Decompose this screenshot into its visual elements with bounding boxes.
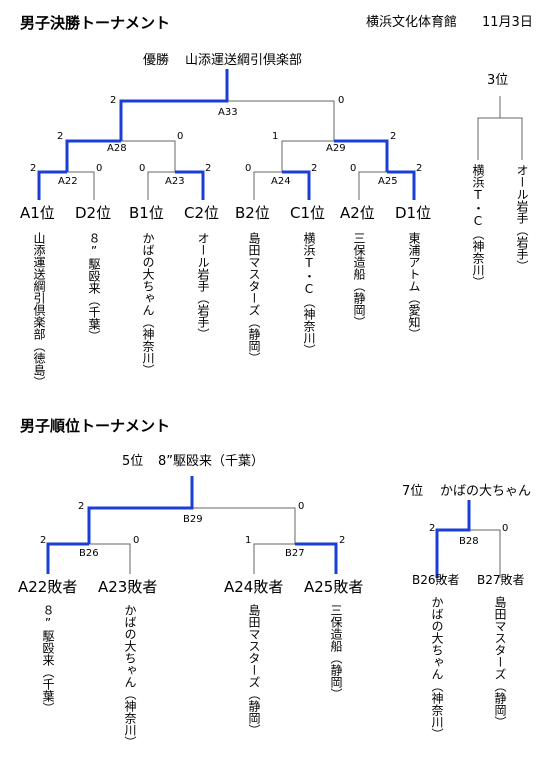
final-title: 男子決勝トーナメント bbox=[20, 14, 171, 32]
team-name: かばの大ちゃん（神奈川） bbox=[430, 596, 444, 740]
team-name: 三保造船（静岡） bbox=[352, 232, 366, 328]
score: 1 bbox=[272, 131, 279, 142]
match-label: A28 bbox=[107, 143, 127, 154]
score: 2 bbox=[78, 501, 85, 512]
winner-path bbox=[175, 170, 205, 200]
seed-label: A22敗者 bbox=[18, 578, 78, 596]
winner-path bbox=[37, 170, 67, 200]
team-name: かばの大ちゃん（神奈川） bbox=[123, 604, 137, 748]
winner-path bbox=[282, 170, 311, 200]
winner-name: 山添運送綱引倶楽部 bbox=[185, 53, 303, 68]
winner-label: 優勝 bbox=[143, 53, 170, 68]
score: 2 bbox=[429, 523, 436, 534]
match-label: B28 bbox=[459, 536, 479, 547]
seed-label: B26敗者 bbox=[412, 573, 460, 587]
match-label: B26 bbox=[79, 548, 99, 559]
match-label: A24 bbox=[271, 176, 291, 187]
match-label: B27 bbox=[285, 548, 305, 559]
score: 2 bbox=[40, 535, 47, 546]
team-name: ８”駆殴来（千葉） bbox=[41, 604, 55, 714]
team-name: オール岩手（岩手） bbox=[196, 232, 210, 340]
team-name: 山添運送綱引倶楽部（徳島） bbox=[32, 232, 46, 388]
team-name: 島田マスターズ（静岡） bbox=[247, 232, 261, 364]
match-label: A25 bbox=[378, 176, 398, 187]
winner-path bbox=[295, 542, 338, 574]
match-label: A23 bbox=[165, 176, 185, 187]
team-name: 横浜T・C（神奈川） bbox=[302, 232, 316, 356]
seed-label: A24敗者 bbox=[224, 578, 284, 596]
score: 2 bbox=[390, 131, 397, 142]
match-label: B29 bbox=[183, 514, 203, 525]
score: 2 bbox=[30, 163, 37, 174]
score: 0 bbox=[350, 163, 357, 174]
seed-label: D2位 bbox=[75, 204, 112, 222]
score: 2 bbox=[339, 535, 346, 546]
score: 2 bbox=[110, 95, 117, 106]
match-label: A29 bbox=[326, 143, 346, 154]
winner-path bbox=[387, 170, 416, 200]
score: 0 bbox=[139, 163, 146, 174]
team-name: ８”駆殴来（千葉） bbox=[87, 232, 101, 342]
winner-path bbox=[46, 542, 89, 574]
score: 0 bbox=[177, 131, 184, 142]
bracket-line bbox=[477, 117, 523, 160]
seventh-place-label: 7位 bbox=[402, 484, 424, 499]
seed-label: C2位 bbox=[184, 204, 220, 222]
score: 2 bbox=[311, 163, 318, 174]
venue: 横浜文化体育館 bbox=[366, 15, 458, 30]
score: 0 bbox=[502, 523, 509, 534]
third-place-label: 3位 bbox=[487, 73, 509, 88]
score: 2 bbox=[57, 131, 64, 142]
seed-label: B2位 bbox=[235, 204, 270, 222]
winner-path bbox=[87, 476, 194, 544]
score: 0 bbox=[245, 163, 252, 174]
seed-label: B27敗者 bbox=[477, 573, 525, 587]
event-date: 11月3日 bbox=[482, 15, 533, 30]
score: 0 bbox=[133, 535, 140, 546]
winner-path bbox=[334, 139, 389, 172]
seed-label: D1位 bbox=[395, 204, 432, 222]
score: 0 bbox=[338, 95, 345, 106]
score: 0 bbox=[298, 501, 305, 512]
team-name: オール岩手（岩手） bbox=[515, 164, 529, 272]
score: 2 bbox=[416, 163, 423, 174]
team-name: 島田マスターズ（静岡） bbox=[247, 604, 261, 736]
seed-label: B1位 bbox=[129, 204, 164, 222]
team-name: 横浜T・C（神奈川） bbox=[471, 164, 485, 288]
fifth-place-winner: 8”駆殴来（千葉） bbox=[158, 454, 265, 469]
score: 1 bbox=[245, 535, 252, 546]
winner-path bbox=[119, 69, 229, 141]
seventh-place-winner: かばの大ちゃん bbox=[440, 484, 532, 499]
seed-label: A2位 bbox=[340, 204, 375, 222]
team-name: 三保造船（静岡） bbox=[329, 604, 343, 700]
winner-path bbox=[435, 500, 471, 578]
match-label: A22 bbox=[58, 176, 78, 187]
score: 2 bbox=[205, 163, 212, 174]
seed-label: A1位 bbox=[20, 204, 55, 222]
placement-title: 男子順位トーナメント bbox=[20, 417, 171, 435]
match-label: A33 bbox=[218, 107, 238, 118]
seed-label: A23敗者 bbox=[98, 578, 158, 596]
seed-label: A25敗者 bbox=[304, 578, 364, 596]
team-name: かばの大ちゃん（神奈川） bbox=[141, 232, 155, 376]
team-name: 東浦アトム（愛知） bbox=[407, 232, 421, 340]
seed-label: C1位 bbox=[290, 204, 326, 222]
winner-path bbox=[65, 139, 121, 172]
fifth-place-label: 5位 bbox=[122, 454, 144, 469]
score: 0 bbox=[96, 163, 103, 174]
team-name: 島田マスターズ（静岡） bbox=[493, 596, 507, 728]
